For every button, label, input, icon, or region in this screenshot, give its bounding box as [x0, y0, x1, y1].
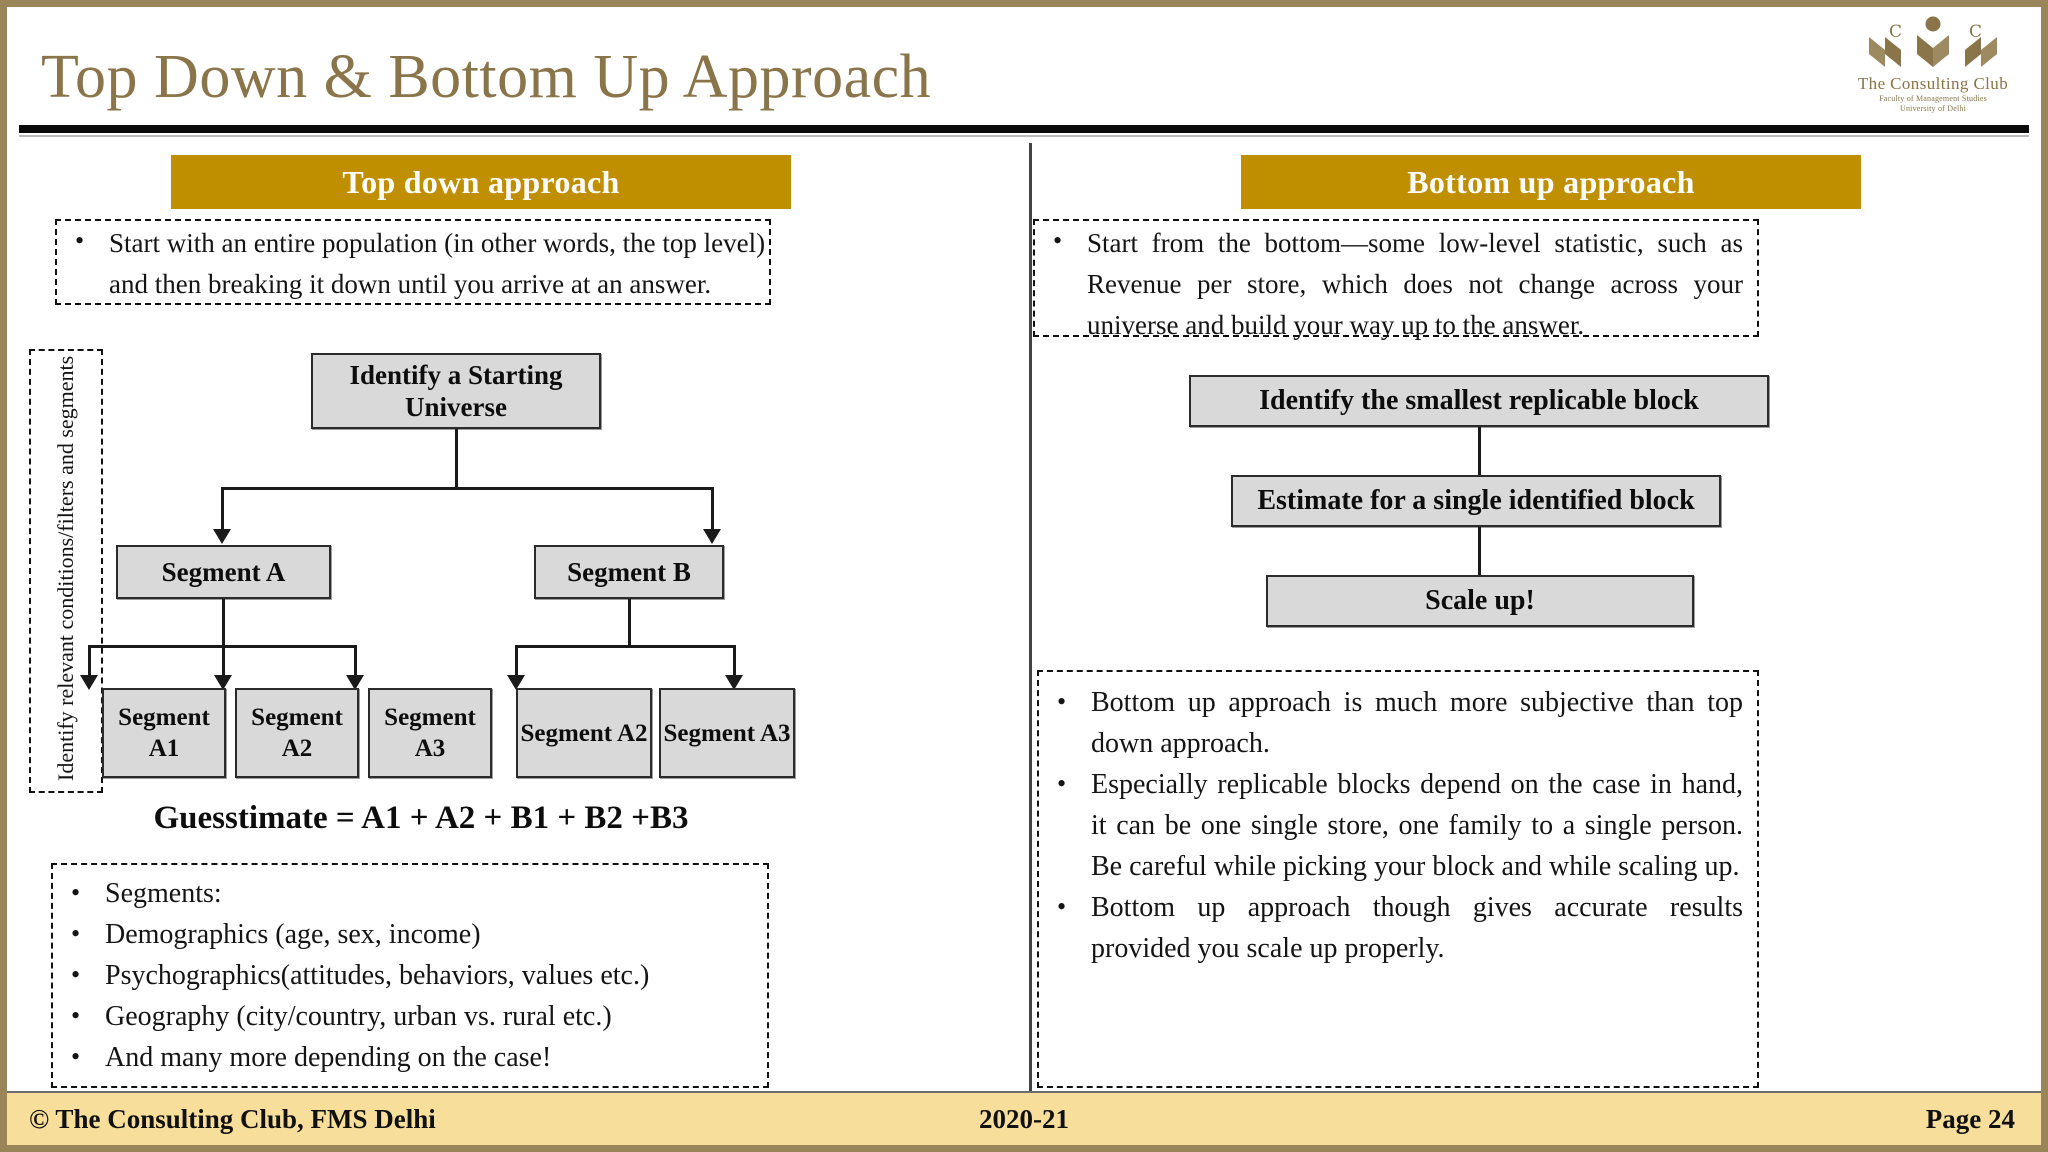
list-item: Psychographics(attitudes, behaviors, val… [53, 954, 767, 996]
tree-connector-b2 [733, 645, 736, 681]
tree-arrow-b [703, 529, 721, 544]
footer-copyright: © The Consulting Club, FMS Delhi [29, 1104, 436, 1134]
consulting-club-logo: C C The Consulting Club Faculty of Manag… [1843, 15, 2023, 119]
left-segments-box: Segments: Demographics (age, sex, income… [51, 863, 769, 1088]
left-intro-list: Start with an entire population (in othe… [57, 220, 769, 305]
tree-leaf-label: Segment A3 [663, 719, 791, 747]
left-section-header: Top down approach [171, 155, 791, 209]
tree-arrow-a1 [80, 675, 98, 690]
logo-name: The Consulting Club [1857, 74, 2009, 93]
tree-connector-root-stem [455, 429, 458, 489]
list-item: And many more depending on the case! [53, 1036, 767, 1078]
footer-page-number: Page 24 [1925, 1104, 2015, 1134]
tree-leaf-label: Segment A2 [251, 704, 343, 762]
left-column: Top down approach Start with an entire p… [21, 145, 1021, 1095]
title-rule [19, 125, 2029, 133]
tree-leaf-box: Segment A2 [516, 688, 652, 778]
tree-arrow-b2 [725, 675, 743, 690]
tree-root-box: Identify a Starting Universe [311, 353, 601, 429]
tree-connector-b-stem [628, 599, 631, 647]
tree-leaf-label: Segment A3 [384, 704, 476, 762]
slide-footer: © The Consulting Club, FMS Delhi 2020-21… [7, 1091, 2041, 1145]
side-condition-label-box: Identify relevant conditions/filters and… [29, 349, 103, 793]
tree-connector-spreader [221, 487, 713, 490]
right-intro-box: Start from the bottom—some low-level sta… [1033, 219, 1759, 340]
flow-box-label: Scale up! [1425, 585, 1535, 616]
flow-box-label: Identify the smallest replicable block [1259, 385, 1699, 416]
logo-mark-icon: C C [1843, 15, 2023, 73]
right-notes-list: Bottom up approach is much more subjecti… [1039, 672, 1757, 969]
right-intro-list: Start from the bottom—some low-level sta… [1035, 220, 1757, 346]
logo-subtitle-1: Faculty of Management Studies [1879, 94, 1987, 103]
tree-connector-a1 [88, 645, 91, 681]
tree-arrow-a [213, 529, 231, 544]
guesstimate-formula: Guesstimate = A1 + A2 + B1 + B2 +B3 [153, 800, 689, 836]
list-item: Geography (city/country, urban vs. rural… [53, 995, 767, 1037]
tree-connector-b-spreader [515, 645, 735, 648]
page-title: Top Down & Bottom Up Approach [41, 43, 932, 111]
tree-branch-label: Segment B [567, 556, 691, 587]
tree-connector-drop-b [711, 487, 714, 535]
list-item: Especially replicable blocks depend on t… [1039, 763, 1757, 887]
tree-arrow-a2 [214, 675, 232, 690]
flow-box-estimate: Estimate for a single identified block [1231, 475, 1721, 527]
tree-leaf-box: Segment A2 [235, 688, 359, 778]
list-item: Bottom up approach though gives accurate… [1039, 886, 1757, 969]
tree-branch-box-a: Segment A [116, 545, 331, 599]
tree-arrow-b1 [507, 675, 525, 690]
tree-leaf-box: Segment A3 [368, 688, 492, 778]
list-item: Bottom up approach is much more subjecti… [1039, 681, 1757, 764]
left-intro-box: Start with an entire population (in othe… [55, 219, 771, 305]
right-section-header: Bottom up approach [1241, 155, 1861, 209]
tree-leaf-box: Segment A1 [102, 688, 226, 778]
list-item: Start from the bottom—some low-level sta… [1035, 220, 1757, 346]
tree-branch-box-b: Segment B [534, 545, 724, 599]
tree-leaf-label: Segment A2 [520, 719, 648, 747]
logo-subtitle-2: University of Delhi [1899, 104, 1966, 113]
tree-branch-label: Segment A [161, 556, 286, 587]
flow-box-scaleup: Scale up! [1266, 575, 1694, 627]
list-item: Start with an entire population (in othe… [57, 220, 769, 305]
tree-connector-b1 [515, 645, 518, 681]
segment-bullet-list: Segments: Demographics (age, sex, income… [53, 865, 767, 1078]
side-condition-label: Identify relevant conditions/filters and… [53, 355, 78, 781]
flow-connector-1 [1478, 427, 1481, 477]
flow-box-label: Estimate for a single identified block [1257, 485, 1695, 516]
tree-connector-drop-a [221, 487, 224, 535]
tree-connector-a3 [354, 645, 357, 681]
tree-leaf-box: Segment A3 [659, 688, 795, 778]
list-item: Demographics (age, sex, income) [53, 913, 767, 955]
tree-arrow-a3 [346, 675, 364, 690]
flow-box-identify: Identify the smallest replicable block [1189, 375, 1769, 427]
column-divider [1029, 143, 1032, 1095]
tree-connector-a-stem [222, 599, 225, 647]
title-rule-thin [19, 135, 2029, 137]
flow-connector-2 [1478, 527, 1481, 577]
svg-text:C: C [1969, 22, 1982, 42]
svg-text:C: C [1889, 22, 1902, 42]
right-notes-box: Bottom up approach is much more subjecti… [1037, 670, 1759, 1088]
right-column: Bottom up approach Start from the bottom… [1033, 145, 2031, 1095]
list-item: Segments: [53, 872, 767, 914]
tree-leaf-label: Segment A1 [118, 704, 210, 762]
footer-year: 2020-21 [979, 1104, 1069, 1134]
logo-glyph-icon: C C [1869, 16, 1997, 67]
tree-root-label: Identify a Starting Universe [349, 360, 563, 422]
tree-connector-a2 [222, 645, 225, 681]
